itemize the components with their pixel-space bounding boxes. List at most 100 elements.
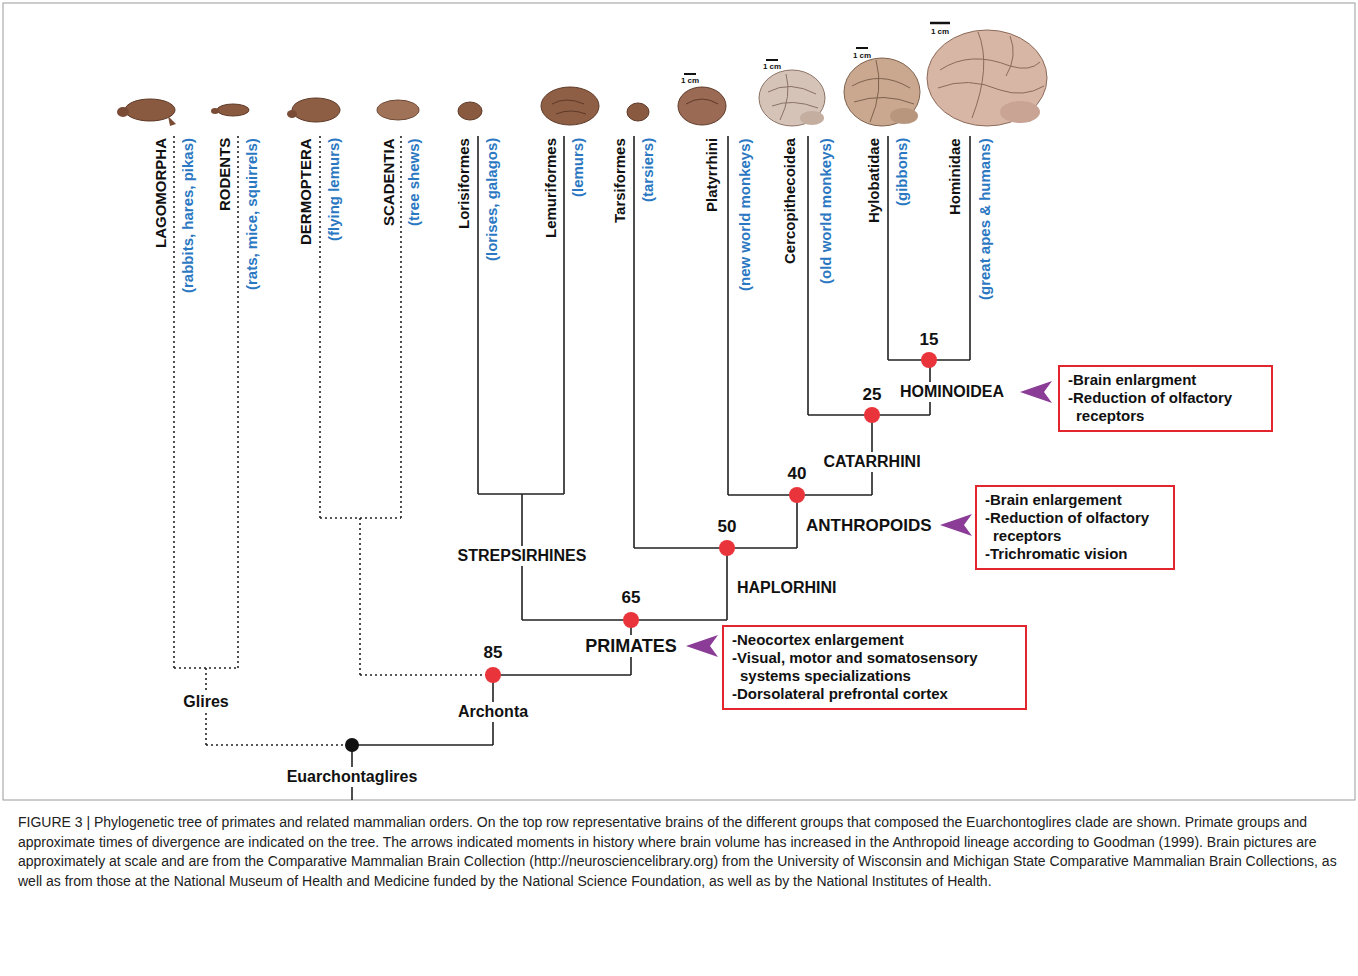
figure-frame: [3, 3, 1355, 800]
taxon-name: Tarsiformes: [611, 138, 629, 223]
brain-shape: [678, 87, 726, 125]
treeshrew-brain: [377, 100, 419, 120]
cerebellum: [1000, 101, 1040, 123]
scale-label: 1 cm: [853, 51, 871, 61]
dermoptera-brain: [287, 98, 340, 122]
clade-label: Archonta: [455, 702, 531, 722]
brain-shape: [844, 58, 920, 126]
hominid-brain: [927, 23, 1047, 126]
common-name: (great apes & humans): [976, 138, 994, 300]
old-world-monkey-brain: [759, 60, 825, 126]
divergence-number: 50: [718, 517, 737, 537]
callout-box: -Brain enlargment-Reduction of olfactory…: [1058, 365, 1273, 432]
scale-label: 1 cm: [763, 62, 781, 72]
brain-shape: [292, 98, 340, 122]
gibbon-brain: [844, 48, 920, 126]
bullet-text: -Reduction of olfactory receptors: [985, 509, 1165, 545]
brain-shape: [541, 87, 599, 125]
divergence-number: 65: [622, 588, 641, 608]
taxon-name: SCADENTIA: [380, 138, 398, 226]
brain-shape: [759, 70, 825, 126]
new-world-monkey-brain: [678, 74, 726, 125]
scale-bar: [766, 59, 778, 61]
bullet-text: -Neocortex enlargement: [732, 631, 1017, 649]
clade-label: HAPLORHINI: [737, 578, 837, 598]
brain-shape: [627, 103, 649, 121]
brain-shape: [377, 100, 419, 120]
brain-gyri: [768, 74, 818, 120]
callout-box: -Neocortex enlargement-Visual, motor and…: [722, 625, 1027, 710]
common-name: (lemurs): [569, 138, 587, 197]
brain-gyri: [852, 60, 914, 122]
olfactory-bulb: [211, 108, 219, 114]
taxon-name: LAGOMORPHA: [152, 138, 170, 248]
brain-row: [117, 23, 1047, 126]
tarsier-brain: [627, 103, 649, 121]
callout-box: -Brain enlargement-Reduction of olfactor…: [975, 485, 1175, 570]
bullet-text: -Brain enlargement: [985, 491, 1165, 509]
node-dot: [789, 487, 805, 503]
taxon-name: Hylobatidae: [865, 138, 883, 223]
clade-label: STREPSIRHINES: [455, 546, 590, 566]
divergence-number: 25: [863, 385, 882, 405]
clade-label: CATARRHINI: [820, 452, 923, 472]
common-name: (rats, mice, squirrels): [243, 138, 261, 290]
common-name: (new world monkeys): [736, 138, 754, 291]
brain-shape: [927, 30, 1047, 126]
taxon-name: Lorisiformes: [455, 138, 473, 229]
common-name: (rabbits, hares, pikas): [179, 138, 197, 293]
scale-label: 1 cm: [931, 27, 949, 37]
common-name: (lorises, galagos): [483, 138, 501, 261]
divergence-number: 85: [484, 643, 503, 663]
callout-arrow: [686, 635, 718, 657]
brain-shape: [458, 102, 482, 120]
taxon-name: RODENTS: [216, 138, 234, 211]
figure-caption: FIGURE 3 | Phylogenetic tree of primates…: [18, 813, 1340, 891]
callout-arrow: [1020, 381, 1052, 403]
clade-label: ANTHROPOIDS: [806, 515, 932, 536]
root-dot: [345, 738, 359, 752]
callout-arrow: [940, 514, 972, 536]
common-name: (flying lemurs): [325, 138, 343, 241]
bullet-text: -Brain enlargment: [1068, 371, 1263, 389]
scale-bar: [684, 73, 696, 75]
dotted-branches: [174, 136, 493, 745]
brain-gyri: [552, 100, 586, 114]
node-dot: [864, 407, 880, 423]
common-name: (tarsiers): [639, 138, 657, 202]
loris-brain: [458, 102, 482, 120]
cerebellum: [890, 108, 918, 124]
scale-bar: [856, 47, 868, 49]
rodent-brain: [211, 104, 249, 116]
clade-label: Euarchontaglires: [284, 767, 421, 787]
bullet-text: -Dorsolateral prefrontal cortex: [732, 685, 1017, 703]
brain-gyri: [686, 99, 718, 104]
bullet-text: -Visual, motor and somatosensory systems…: [732, 649, 1017, 685]
scale-bar: [930, 22, 950, 25]
divergence-number: 40: [788, 464, 807, 484]
cerebellum: [800, 111, 824, 125]
olfactory-bulb: [287, 110, 297, 118]
node-dot: [623, 612, 639, 628]
scale-label: 1 cm: [681, 76, 699, 86]
node-dot: [921, 352, 937, 368]
common-name: (tree shews): [405, 138, 423, 226]
taxon-name: Lemuriformes: [542, 138, 560, 238]
node-dot: [719, 540, 735, 556]
taxon-name: Cercopithecoidea: [781, 138, 799, 264]
brain-shape: [217, 104, 249, 116]
node-dot: [485, 667, 501, 683]
common-name: (gibbons): [893, 138, 911, 206]
taxon-name: Hominidae: [946, 138, 964, 215]
lagomorph-brain: [117, 99, 176, 126]
bullet-text: -Reduction of olfactory receptors: [1068, 389, 1263, 425]
common-name: (old world monkeys): [817, 138, 835, 284]
divergence-number: 15: [920, 330, 939, 350]
lemur-brain: [541, 87, 599, 125]
brain-shape: [125, 99, 175, 121]
taxon-name: DERMOPTERA: [297, 138, 315, 245]
brain-gyri: [938, 32, 1044, 118]
clade-label: HOMINOIDEA: [897, 382, 1007, 402]
taxon-name: Platyrrhini: [703, 138, 721, 212]
